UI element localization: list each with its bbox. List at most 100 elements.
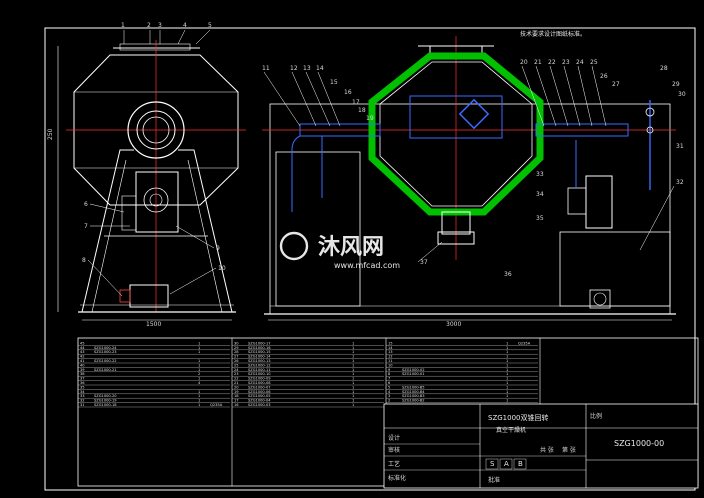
callout-32: 32 — [676, 179, 684, 186]
vessel-left-view — [73, 54, 239, 206]
callout-29: 29 — [672, 81, 680, 88]
bom-cell-n: 44 — [80, 346, 85, 350]
bom-cell-n: 5 — [388, 385, 390, 389]
bom-cell-n: 24 — [234, 368, 239, 372]
bom-cell-n: 36 — [80, 381, 85, 385]
bom-cell-code: SZG1000-03 — [248, 403, 271, 407]
bom-cell-code: SZG1000-11 — [248, 368, 271, 372]
bom-cell-qty: 1 — [506, 341, 508, 345]
top-cover-left — [119, 43, 191, 51]
bom-cell-n: 17 — [234, 399, 239, 403]
bom-cell-n: 14 — [388, 346, 393, 350]
callout-25: 25 — [590, 59, 598, 66]
bom-cell-qty: 1 — [506, 350, 508, 354]
dim-main-label: 3000 — [446, 321, 461, 328]
main-motor-end — [593, 292, 607, 306]
bom-cell-n: 23 — [234, 372, 239, 376]
left-shaft — [299, 123, 381, 137]
bom-cell-qty: 1 — [506, 385, 508, 389]
bom-cell-qty: 1 — [352, 394, 354, 398]
bom-cell-qty: 1 — [506, 359, 508, 363]
gearbox-wheel — [143, 187, 169, 213]
bom-cell-code: SZG1000-14 — [248, 355, 271, 359]
vessel-jacket — [368, 52, 544, 216]
bom-cell-qty: 1 — [506, 377, 508, 381]
bom-cell-n: 25 — [234, 363, 239, 367]
bom-cell-qty: 4 — [198, 381, 201, 385]
top-callouts-left: 1 2 3 4 5 — [121, 22, 212, 45]
callout-11: 11 — [262, 65, 270, 72]
bom-cell-qty: 1 — [198, 403, 200, 407]
callout-33: 33 — [536, 171, 544, 178]
bom-cell-code: SZG1000-B2 — [402, 399, 425, 403]
bom-cell-qty: 1 — [506, 399, 508, 403]
bom-cell-code: SZG1000-B4 — [402, 390, 425, 394]
bom-cell-code: SZG1000-23 — [94, 350, 117, 354]
bom-cell-mat: Q235A — [518, 341, 531, 345]
callout-4: 4 — [183, 22, 187, 29]
callout-8: 8 — [82, 257, 86, 264]
bom-cell-qty: 1 — [198, 390, 200, 394]
bom-cell-qty: 1 — [198, 394, 200, 398]
bom-cell-qty: 1 — [506, 394, 508, 398]
bom-cell-n: 10 — [388, 363, 393, 367]
bom-cell-code: SZG1000-21 — [94, 368, 117, 372]
bom-cell-n: 11 — [388, 359, 393, 363]
watermark-url: www.mfcad.com — [334, 261, 400, 270]
bom-cell-n: 34 — [80, 390, 85, 394]
discharge-flange — [437, 231, 475, 245]
bom-cell-code: SZG1000-20 — [94, 394, 117, 398]
bom-cell-code: SZG1000-06 — [248, 390, 271, 394]
bom-cell-n: 15 — [388, 341, 393, 345]
bom-cell-code: SZG1000-07 — [248, 385, 271, 389]
main-view: 3000 11 12 — [262, 36, 686, 328]
tb-label-design: 设计 — [388, 434, 400, 442]
bom-cell-code: SZG1000-02 — [402, 368, 425, 372]
frame-left-leg — [81, 149, 134, 313]
title-name-line1: SZG1000双锥回转 — [488, 413, 548, 422]
gauge-icon — [645, 107, 655, 117]
bom-cell-qty: 1 — [198, 399, 200, 403]
bom-cell-qty: 1 — [352, 385, 354, 389]
callout-7: 7 — [84, 223, 88, 230]
bom-cell-qty: 1 — [198, 363, 200, 367]
side-callouts-left: 6 7 8 9 10 — [82, 201, 226, 297]
bom-cell-n: 20 — [234, 385, 239, 389]
bom-cell-code: SZG1000-12 — [248, 363, 271, 367]
bom-cell-n: 12 — [388, 355, 393, 359]
right-shaft — [535, 123, 629, 137]
gearbox-hub — [149, 193, 163, 207]
bom-cell-n: 22 — [234, 377, 239, 381]
bom-cell-n: 35 — [80, 385, 85, 389]
main-callouts: 11 12 13 14 15 16 17 18 19 20 21 22 23 2… — [262, 59, 686, 278]
bom-cell-qty: 1 — [352, 403, 354, 407]
callout-24: 24 — [576, 59, 584, 66]
bom-cell-code: SZG1000-19 — [94, 399, 117, 403]
title-block-border — [383, 403, 699, 489]
vessel-inner — [379, 61, 533, 207]
bom-cell-code: SZG1000-01 — [402, 372, 425, 376]
bom-cell-qty: 1 — [352, 355, 354, 359]
tb-label-sheets: 共 张 — [540, 446, 554, 454]
bom-cell-code: SZG1000-04 — [248, 399, 271, 403]
callout-12: 12 — [290, 65, 298, 72]
technical-note: 技术要求设计图纸标准。 — [520, 30, 586, 38]
bom-cell-n: 6 — [388, 381, 391, 385]
bom-cell-n: 37 — [80, 377, 85, 381]
bom-cell-n: 40 — [80, 363, 85, 367]
tb-label-process: 工艺 — [388, 460, 400, 468]
bom-cell-qty: 1 — [506, 355, 508, 359]
callout-14: 14 — [316, 65, 324, 72]
bom-cell-qty: 1 — [352, 350, 354, 354]
frame-right-leg — [178, 149, 233, 313]
bom-cell-code: SZG1000-22 — [94, 359, 117, 363]
title-drawing-no: SZG1000-00 — [614, 439, 664, 448]
bom-cell-qty: 1 — [198, 368, 200, 372]
valve-icon — [646, 126, 654, 134]
bom-cell-n: 4 — [388, 390, 391, 394]
inner-heat-panel — [409, 95, 503, 139]
callout-13: 13 — [303, 65, 311, 72]
callout-5: 5 — [208, 22, 212, 29]
bom-cell-qty: 1 — [506, 390, 508, 394]
